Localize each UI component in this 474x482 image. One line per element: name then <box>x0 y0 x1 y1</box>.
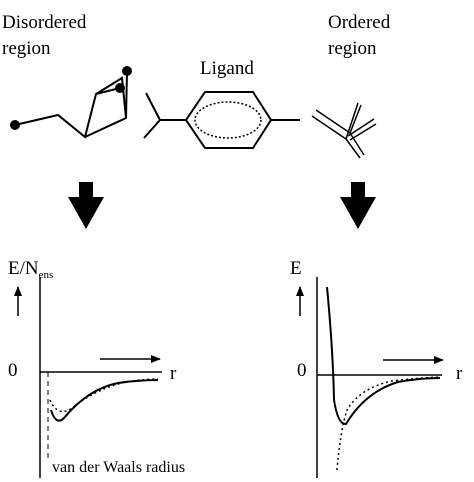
left-r-label: r <box>170 363 177 384</box>
right-down-arrow <box>340 182 376 229</box>
aromatic-ring-circle <box>194 101 262 139</box>
right-plot-axes <box>316 277 442 478</box>
left-y-axis-main: E/N <box>8 258 39 279</box>
disordered-atom-top <box>122 66 132 76</box>
disordered-label-line1: Disordered <box>2 12 87 33</box>
disordered-molecule <box>14 71 128 139</box>
left-dotted-curve <box>49 378 159 413</box>
left-y-axis-label: E/Nens <box>8 258 53 286</box>
left-zero-label: 0 <box>8 360 18 381</box>
left-plot-axes <box>39 277 162 478</box>
right-r-label: r <box>456 363 463 384</box>
right-zero-label: 0 <box>297 360 307 381</box>
ligand-molecule <box>143 91 300 149</box>
disordered-label-line2: region <box>2 38 51 59</box>
ligand-label: Ligand <box>200 58 254 79</box>
ordered-label-line1: Ordered <box>328 12 391 33</box>
ordered-molecule <box>311 102 377 159</box>
ordered-label-line2: region <box>328 38 377 59</box>
disordered-atom-mid <box>115 83 125 93</box>
left-down-arrow <box>68 182 104 229</box>
right-y-axis-label: E <box>290 258 302 279</box>
left-y-axis-subscript: ens <box>38 269 54 281</box>
right-solid-curve <box>326 286 441 425</box>
disordered-atom-left <box>10 120 20 130</box>
vdw-radius-label: van der Waals radius <box>52 459 186 476</box>
right-dotted-curve <box>336 376 441 471</box>
left-solid-curve <box>50 379 159 422</box>
